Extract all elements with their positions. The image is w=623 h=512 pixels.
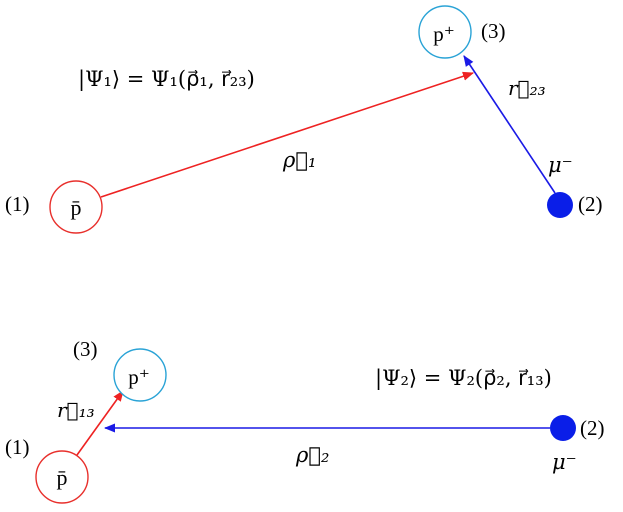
bottom-muon-dot — [550, 415, 576, 441]
bottom-configuration: p̄ (1) p⁺ (3) (2) μ⁻ ρ⃗₂ r⃗₁₃ |Ψ₂⟩ = Ψ₂(… — [5, 337, 605, 504]
top-proton-circle — [418, 5, 472, 59]
top-antiproton-index: (1) — [5, 192, 30, 216]
top-configuration: p̄ (1) p⁺ (3) (2) μ⁻ ρ⃗₁ r⃗₂₃ |Ψ₁⟩ = Ψ₁(… — [5, 5, 603, 234]
top-proton-symbol: p⁺ — [433, 22, 455, 46]
bottom-rho-label: ρ⃗₂ — [295, 443, 329, 467]
top-muon-index: (2) — [578, 192, 603, 216]
top-r-label: r⃗₂₃ — [508, 76, 546, 100]
bottom-state-label: |Ψ₂⟩ = Ψ₂(ρ⃗₂, r⃗₁₃) — [375, 366, 552, 391]
bottom-r-arrow — [76, 390, 124, 456]
bottom-proton-symbol: p⁺ — [128, 365, 150, 389]
bottom-r-label: r⃗₁₃ — [57, 398, 95, 422]
bottom-antiproton-circle — [35, 450, 89, 504]
top-proton-index: (3) — [481, 19, 506, 43]
top-rho-arrow — [100, 71, 475, 198]
top-rho-label: ρ⃗₁ — [282, 148, 316, 172]
top-muon-dot — [547, 192, 573, 218]
bottom-muon-symbol: μ⁻ — [552, 450, 577, 474]
bottom-antiproton-symbol: p̄ — [57, 465, 68, 490]
top-muon-symbol: μ⁻ — [548, 153, 573, 177]
bottom-antiproton-index: (1) — [5, 435, 30, 459]
bottom-proton-index: (3) — [73, 337, 98, 361]
top-antiproton-circle — [49, 180, 103, 234]
bottom-muon-index: (2) — [580, 416, 605, 440]
top-r-arrow — [463, 55, 556, 194]
top-antiproton-symbol: p̄ — [71, 195, 82, 220]
top-state-label: |Ψ₁⟩ = Ψ₁(ρ⃗₁, r⃗₂₃) — [78, 67, 255, 92]
bottom-proton-circle — [113, 348, 167, 402]
